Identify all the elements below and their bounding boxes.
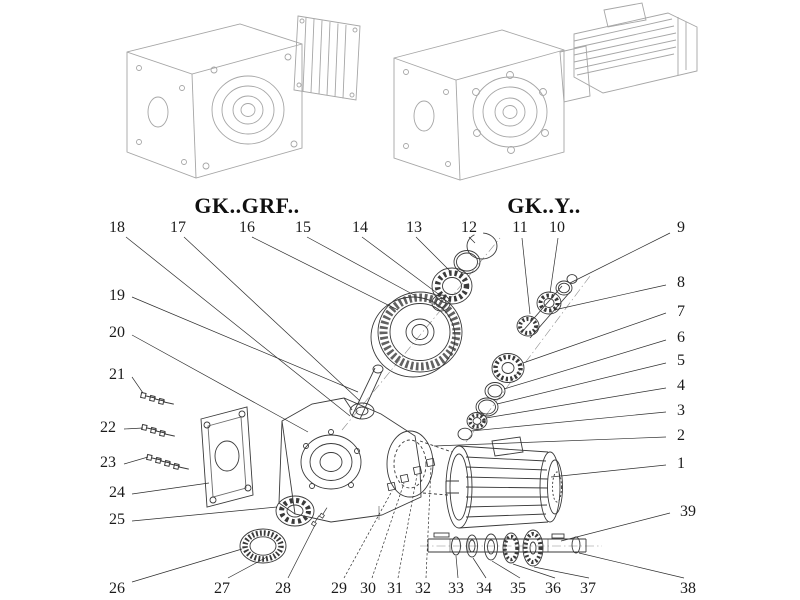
exploded-view bbox=[140, 232, 602, 567]
callout-15: 15 bbox=[295, 219, 311, 236]
gearbox-housing bbox=[278, 397, 434, 523]
callout-24: 24 bbox=[109, 484, 125, 501]
callout-12: 12 bbox=[461, 219, 477, 236]
callout-8: 8 bbox=[677, 274, 685, 291]
callout-28: 28 bbox=[275, 580, 291, 597]
callout-3: 3 bbox=[677, 402, 685, 419]
callout-13: 13 bbox=[406, 219, 422, 236]
helical-gear-large bbox=[370, 291, 463, 378]
callout-35: 35 bbox=[510, 580, 526, 597]
taper-bearing-large bbox=[431, 267, 473, 305]
callout-22: 22 bbox=[100, 419, 116, 436]
motor-drawing bbox=[559, 2, 698, 103]
callout-30: 30 bbox=[360, 580, 376, 597]
callout-4: 4 bbox=[677, 377, 685, 394]
callout-34: 34 bbox=[476, 580, 492, 597]
callout-29: 29 bbox=[331, 580, 347, 597]
callout-14: 14 bbox=[352, 219, 368, 236]
gearbox-drawing-grf bbox=[126, 15, 361, 179]
callout-27: 27 bbox=[214, 580, 230, 597]
leader-lines bbox=[123, 232, 685, 583]
callout-9: 9 bbox=[677, 219, 685, 236]
model-label-y: GK..Y.. bbox=[507, 193, 581, 218]
callout-2: 2 bbox=[677, 427, 685, 444]
mid-rings-and-bearing bbox=[457, 382, 506, 441]
callout-39: 39 bbox=[680, 503, 696, 520]
serrated-shim-ring bbox=[239, 528, 287, 564]
callout-7: 7 bbox=[677, 303, 685, 320]
ball-bearing-output bbox=[275, 495, 315, 527]
pinion-gear bbox=[491, 353, 525, 383]
callout-18: 18 bbox=[109, 219, 125, 236]
callout-23: 23 bbox=[100, 454, 116, 471]
callout-11: 11 bbox=[512, 219, 528, 236]
retaining-rings-top bbox=[453, 232, 498, 274]
callout-5: 5 bbox=[677, 352, 685, 369]
callout-20: 20 bbox=[109, 324, 125, 341]
callout-33: 33 bbox=[448, 580, 464, 597]
callout-31: 31 bbox=[387, 580, 403, 597]
callout-21: 21 bbox=[109, 366, 125, 383]
callout-1: 1 bbox=[677, 455, 685, 472]
pinion-shaft-assembly bbox=[516, 274, 578, 339]
gearbox-drawing-y bbox=[393, 2, 698, 181]
callout-32: 32 bbox=[415, 580, 431, 597]
callout-17: 17 bbox=[170, 219, 186, 236]
flange-bolts-left bbox=[140, 392, 190, 473]
callout-36: 36 bbox=[545, 580, 561, 597]
electric-motor bbox=[445, 436, 563, 529]
callout-19: 19 bbox=[109, 287, 125, 304]
callout-38: 38 bbox=[680, 580, 696, 597]
motor-flange-fasteners bbox=[386, 440, 453, 496]
callout-6: 6 bbox=[677, 329, 685, 346]
input-shaft bbox=[351, 364, 384, 420]
mounting-flange-plate bbox=[200, 406, 254, 508]
callout-25: 25 bbox=[109, 511, 125, 528]
callout-26: 26 bbox=[109, 580, 125, 597]
callout-37: 37 bbox=[580, 580, 596, 597]
callout-16: 16 bbox=[239, 219, 255, 236]
callout-10: 10 bbox=[549, 219, 565, 236]
output-shaft-assembly bbox=[427, 529, 587, 567]
model-label-grf: GK..GRF.. bbox=[194, 193, 300, 218]
